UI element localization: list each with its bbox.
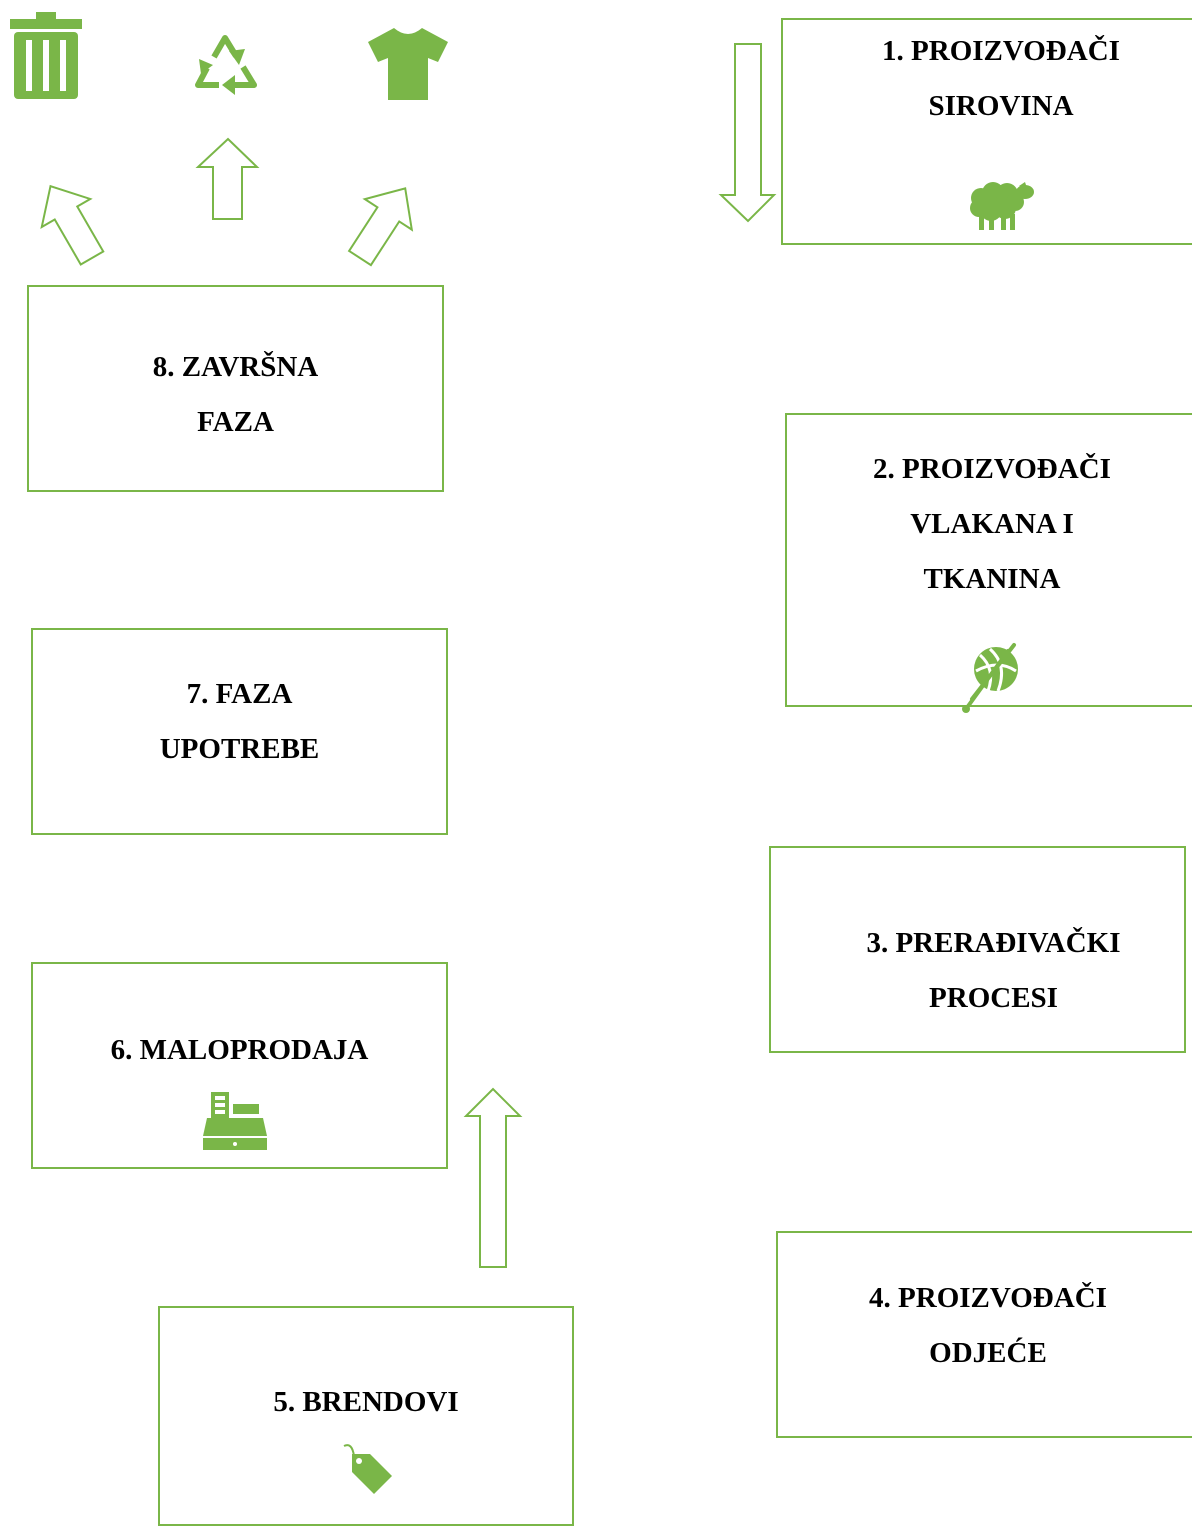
stage-6-retail: 6. MALOPRODAJA bbox=[31, 962, 448, 1169]
arrow-up-brand-to-retail bbox=[463, 1087, 523, 1268]
stage-7-use-phase: 7. FAZA UPOTREBE bbox=[31, 628, 448, 835]
stage-8-end-of-life: 8. ZAVRŠNA FAZA bbox=[27, 285, 444, 492]
stage-3-label: 3. PRERAĐIVAČKI PROCESI bbox=[866, 927, 1121, 1014]
stage-4-clothing-producers: 4. PROIZVOĐAČI ODJEĆE bbox=[776, 1231, 1192, 1438]
stage-3-processing: 3. PRERAĐIVAČKI PROCESI bbox=[769, 846, 1186, 1053]
stage-5-label: 5. BRENDOVI bbox=[273, 1386, 459, 1418]
trash-can-icon bbox=[10, 12, 82, 99]
stage-2-label: 2. PROIZVOĐAČI VLAKANA I TKANINA bbox=[873, 453, 1111, 595]
stage-1-raw-material-producers: 1. PROIZVOĐAČI SIROVINA bbox=[781, 18, 1192, 245]
stage-2-fiber-fabric-producers: 2. PROIZVOĐAČI VLAKANA I TKANINA bbox=[785, 413, 1192, 713]
yarn-ball-icon bbox=[962, 643, 1018, 713]
stage-7-label: 7. FAZA UPOTREBE bbox=[159, 678, 320, 765]
stage-5-brands: 5. BRENDOVI bbox=[158, 1306, 574, 1526]
arrow-up-right-tshirt bbox=[347, 187, 414, 267]
stage-1-label: 1. PROIZVOĐAČI SIROVINA bbox=[882, 35, 1120, 122]
arrow-up-recycle bbox=[195, 137, 260, 220]
stage-8-label: 8. ZAVRŠNA FAZA bbox=[152, 351, 319, 438]
arrow-up-left-trash bbox=[40, 184, 105, 266]
cash-register-icon bbox=[203, 1092, 267, 1150]
price-tag-icon bbox=[343, 1444, 392, 1494]
stage-4-label: 4. PROIZVOĐAČI ODJEĆE bbox=[869, 1282, 1107, 1369]
stage-6-label: 6. MALOPRODAJA bbox=[110, 1034, 369, 1066]
sheep-icon bbox=[970, 182, 1034, 230]
recycle-icon bbox=[195, 35, 257, 95]
t-shirt-icon bbox=[368, 28, 448, 100]
arrow-down bbox=[718, 43, 777, 223]
